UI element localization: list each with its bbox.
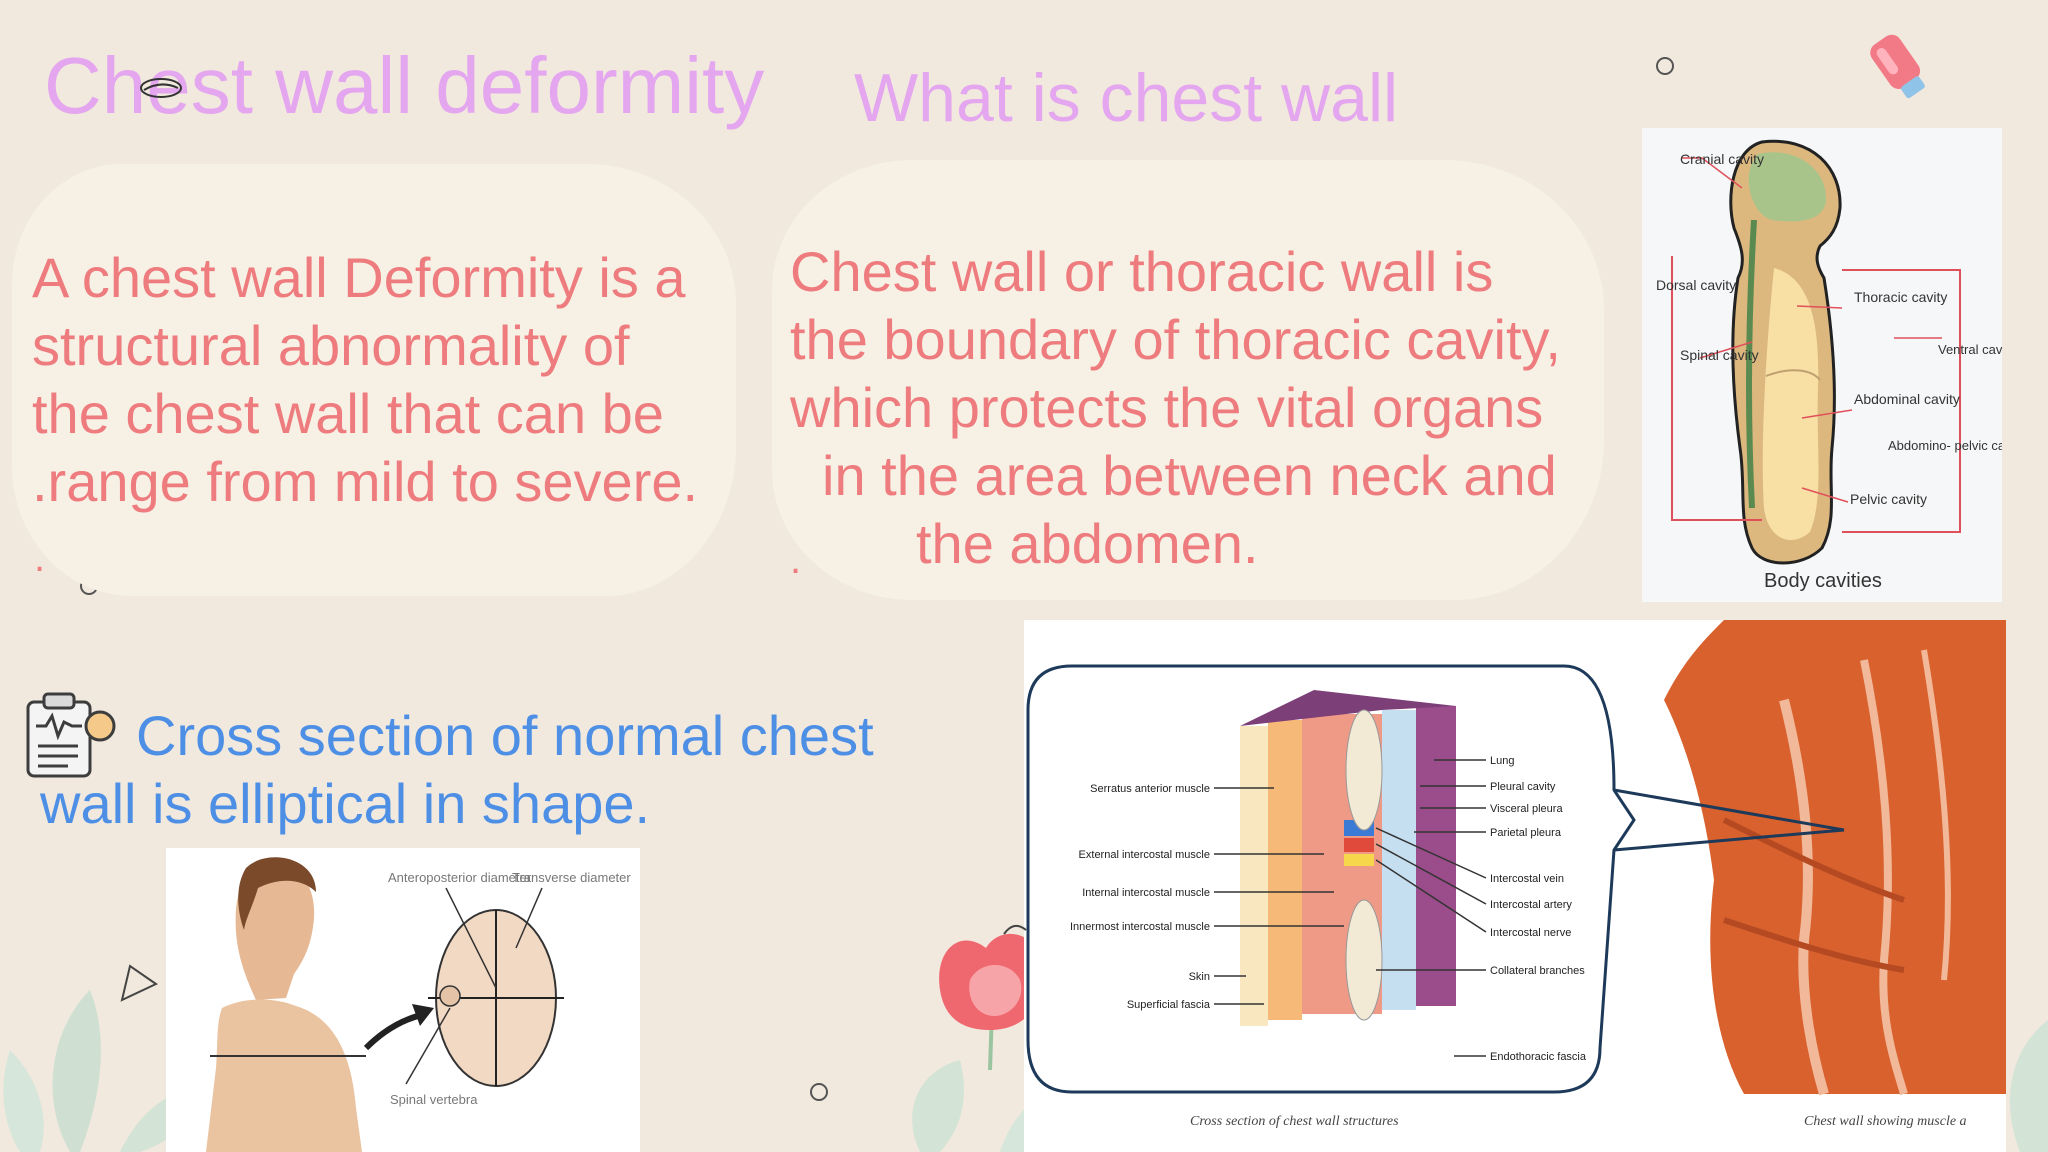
section-title: What is chest wall: [854, 60, 1399, 136]
chestwall-line: Chest wall or thoracic wall is: [790, 240, 1494, 303]
label-spinal: Spinal cavity: [1680, 347, 1759, 363]
leaf-decoration-right: [2009, 1020, 2048, 1152]
label-intercostal-nerve: Intercostal nerve: [1490, 927, 1571, 939]
label-endothoracic-fascia: Endothoracic fascia: [1490, 1051, 1587, 1063]
label-dorsal: Dorsal cavity: [1656, 277, 1736, 293]
label-pelvic: Pelvic cavity: [1850, 491, 1927, 507]
label-thoracic: Thoracic cavity: [1854, 289, 1947, 305]
caption-muscle: Chest wall showing muscle a: [1804, 1114, 1967, 1129]
label-abdominopelvic: Abdomino- pelvic cavity: [1888, 438, 2002, 453]
chestwall-line: which protects the vital organs: [790, 376, 1544, 439]
definition-panel: [12, 164, 736, 596]
cross-section-figure: Serratus anterior muscle External interc…: [1024, 620, 2006, 1152]
label-ap-diameter: Anteroposterior diameter: [388, 870, 532, 885]
label-pleural-cavity: Pleural cavity: [1490, 781, 1556, 793]
chestwall-line: in the area between neck and: [822, 444, 1557, 507]
label-innermost-intercostal: Innermost intercostal muscle: [1070, 921, 1210, 933]
label-intercostal-vein: Intercostal vein: [1490, 873, 1564, 885]
label-external-intercostal: External intercostal muscle: [1079, 849, 1210, 861]
chestwall-line: the boundary of thoracic cavity,: [790, 308, 1561, 371]
clipboard-icon: [26, 692, 116, 778]
definition-dot: .: [34, 536, 46, 580]
definition-text: A chest wall Deformity is a structural a…: [32, 246, 699, 513]
chestwall-dot: .: [790, 538, 802, 582]
chestwall-line: the abdomen.: [916, 512, 1259, 575]
label-serratus: Serratus anterior muscle: [1090, 783, 1210, 795]
label-lung: Lung: [1490, 755, 1514, 767]
bottle-icon: [1870, 34, 1925, 99]
circle-decoration: [810, 1083, 828, 1101]
label-skin: Skin: [1189, 971, 1210, 983]
label-abdominal: Abdominal cavity: [1854, 391, 1960, 407]
label-transverse-diameter: Transverse diameter: [512, 870, 631, 885]
scribble-icon: [140, 78, 182, 98]
slide-title: Chest wall deformity: [44, 41, 765, 130]
cross-section-note: Cross section of normal chest wall is el…: [40, 704, 874, 835]
label-internal-intercostal: Internal intercostal muscle: [1082, 887, 1210, 899]
label-intercostal-artery: Intercostal artery: [1490, 899, 1572, 911]
circle-decoration: [1656, 57, 1674, 75]
chest-diameter-figure: Anteroposterior diameter Transverse diam…: [166, 848, 640, 1152]
chestwall-text: Chest wall or thoracic wall is the bound…: [790, 238, 1610, 578]
flower-decoration: [939, 933, 1043, 1070]
label-spinal-vertebra: Spinal vertebra: [390, 1092, 478, 1107]
label-parietal-pleura: Parietal pleura: [1490, 827, 1562, 839]
body-cavities-figure: Cranial cavity Dorsal cavity Spinal cavi…: [1642, 128, 2002, 602]
triangle-decoration: [120, 964, 158, 1002]
label-collateral-branches: Collateral branches: [1490, 965, 1585, 977]
scribble-icon: [1003, 924, 1027, 935]
figure-caption: Body cavities: [1764, 570, 1882, 592]
label-superficial-fascia: Superficial fascia: [1127, 999, 1211, 1011]
chestwall-panel: [772, 160, 1604, 600]
label-ventral: Ventral cavity: [1938, 342, 2002, 357]
label-visceral-pleura: Visceral pleura: [1490, 803, 1563, 815]
caption-cross-section: Cross section of chest wall structures: [1190, 1114, 1399, 1129]
label-cranial: Cranial cavity: [1680, 151, 1764, 167]
